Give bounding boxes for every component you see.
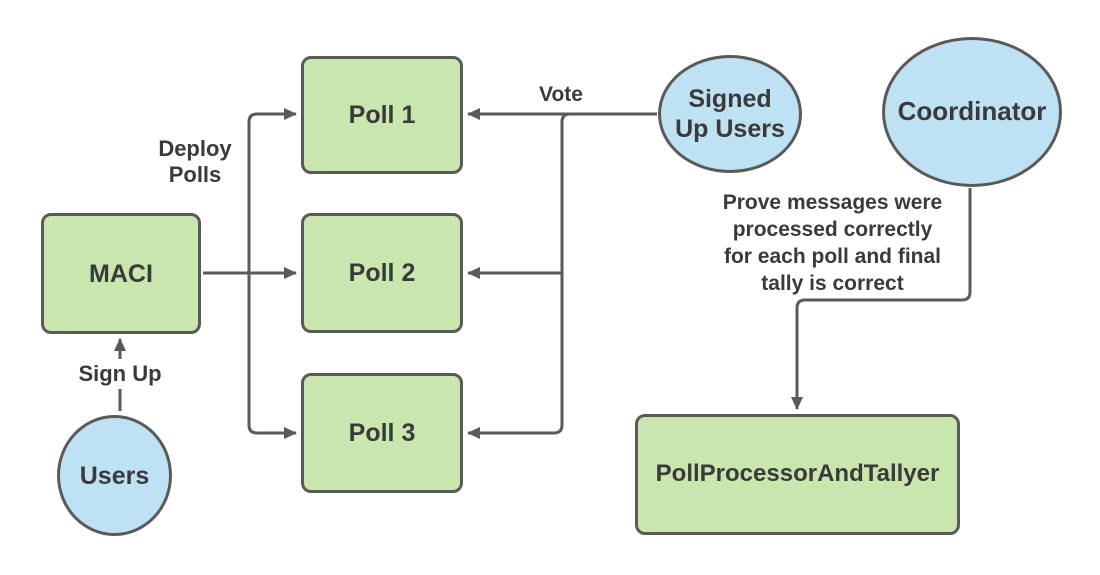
poll-3-node-label: Poll 3 bbox=[348, 419, 416, 447]
edge-signedup-to-poll3 bbox=[467, 112, 571, 439]
coordinator-node-label: Coordinator bbox=[897, 96, 1047, 127]
poll-processor-and-tallyer-node: PollProcessorAndTallyer bbox=[635, 414, 960, 535]
poll-2-node-label: Poll 2 bbox=[348, 259, 416, 287]
edge-coordinator-to-pollprocessor bbox=[791, 188, 972, 410]
poll-1-node-label: Poll 1 bbox=[348, 101, 416, 129]
sign-up-edge-label: Sign Up bbox=[62, 359, 178, 389]
edge-maci-to-poll1 bbox=[247, 108, 297, 273]
signed-up-users-node: Signed Up Users bbox=[658, 55, 802, 173]
users-node-label: Users bbox=[79, 461, 150, 490]
edge-maci-to-poll3 bbox=[247, 273, 297, 439]
poll-3-node: Poll 3 bbox=[301, 373, 463, 493]
poll-processor-and-tallyer-node-label: PollProcessorAndTallyer bbox=[655, 460, 940, 488]
poll-1-node: Poll 1 bbox=[301, 56, 463, 174]
coordinator-node: Coordinator bbox=[882, 37, 1062, 187]
maci-node-label: MACI bbox=[89, 259, 153, 288]
maci-node: MACI bbox=[41, 213, 201, 334]
users-node: Users bbox=[57, 415, 172, 536]
poll-2-node: Poll 2 bbox=[301, 213, 463, 333]
vote-edge-label: Vote bbox=[539, 83, 583, 106]
signed-up-users-node-label: Signed Up Users bbox=[675, 85, 785, 143]
deploy-polls-edge-label: Deploy Polls bbox=[158, 136, 232, 187]
prove-messages-edge-label: Prove messages were processed correctly … bbox=[722, 191, 943, 295]
